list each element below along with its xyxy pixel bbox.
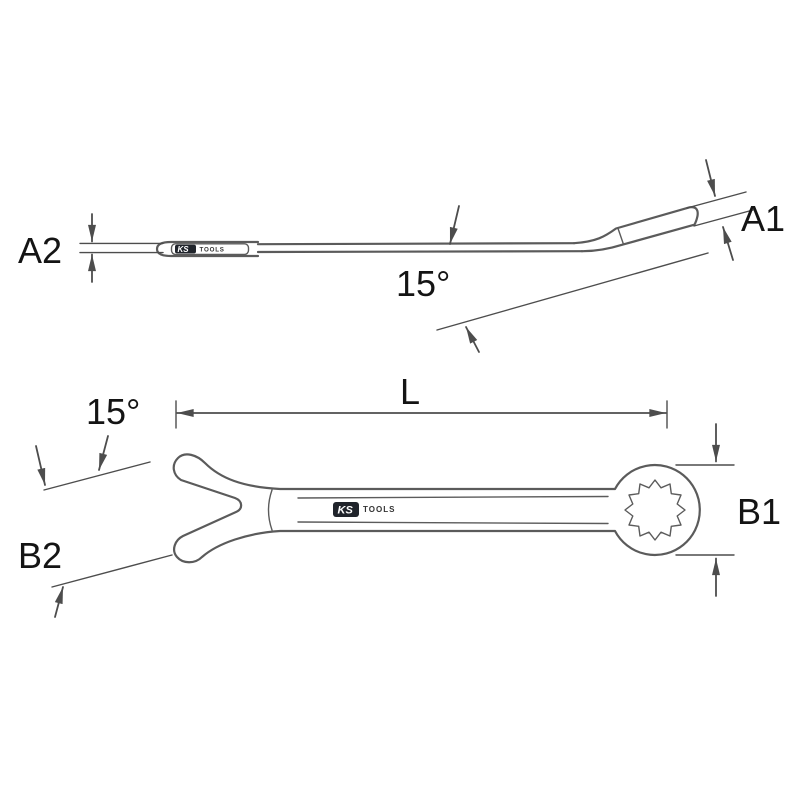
angle-leader-arrow-top xyxy=(449,205,460,245)
jaw-shoulder-line xyxy=(267,489,273,531)
a2-dimension: A2 xyxy=(18,213,164,283)
top-angle-arrow xyxy=(98,435,109,471)
ks-logo-box xyxy=(175,244,196,254)
side-head-junction-line xyxy=(617,227,625,246)
ks-logo-text: KS xyxy=(338,505,354,517)
side-handle-outline xyxy=(155,240,260,258)
side-ring-head-outline xyxy=(572,206,699,253)
ring-12-point-profile xyxy=(624,479,686,541)
side-view: KS TOOLS A2 A1 15° xyxy=(18,159,785,353)
ks-tools-logo-side: KS TOOLS xyxy=(175,244,225,254)
b2-arrow-down xyxy=(35,445,46,486)
top-angle-annotation: 15° xyxy=(86,391,140,471)
shaft-bevel-bottom xyxy=(297,521,609,525)
ks-logo-text: KS xyxy=(178,245,190,254)
top-view: KS TOOLS L B1 B2 15° xyxy=(18,371,781,618)
a1-arrow-down xyxy=(705,159,716,197)
tools-logo-text: TOOLS xyxy=(200,247,225,254)
a1-extension-line-top xyxy=(686,191,747,209)
top-angle-label: 15° xyxy=(86,391,140,432)
tools-logo-text: TOOLS xyxy=(363,505,395,514)
b2-label: B2 xyxy=(18,535,62,576)
l-label: L xyxy=(400,371,420,412)
l-dimension: L xyxy=(175,371,668,429)
angle-reference-line xyxy=(436,252,709,331)
a2-label: A2 xyxy=(18,230,62,271)
b2-extension-line-top xyxy=(43,461,151,491)
ks-logo-box xyxy=(333,502,359,517)
top-body-outline xyxy=(172,453,701,564)
a1-label: A1 xyxy=(741,198,785,239)
side-shaft-bottom-edge xyxy=(256,250,584,254)
a1-extension-line-bottom xyxy=(693,209,754,227)
b2-extension-line-bottom xyxy=(51,554,173,588)
shaft-bevel-top xyxy=(297,495,609,499)
a1-dimension: A1 xyxy=(686,159,785,261)
side-angle-label: 15° xyxy=(396,263,450,304)
a1-arrow-up xyxy=(722,226,734,261)
angle-leader-arrow-bottom xyxy=(465,326,480,353)
side-angle-annotation: 15° xyxy=(396,205,709,353)
b1-dimension: B1 xyxy=(675,423,781,597)
b1-label: B1 xyxy=(737,491,781,532)
side-shaft-top-edge xyxy=(256,242,576,246)
b2-arrow-up xyxy=(54,586,64,618)
ks-tools-logo-top: KS TOOLS xyxy=(333,502,395,517)
side-logo-plate xyxy=(170,243,250,256)
b2-dimension: B2 xyxy=(18,445,173,618)
